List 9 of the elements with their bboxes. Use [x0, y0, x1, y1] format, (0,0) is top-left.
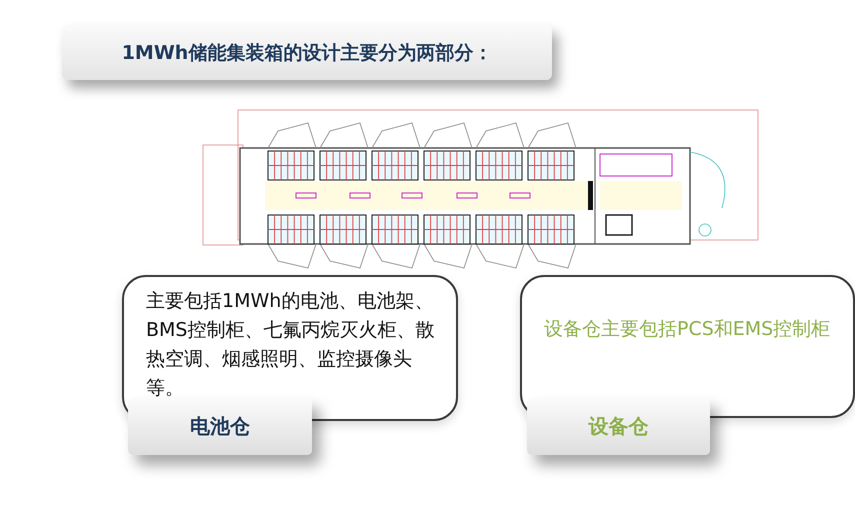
section-tab: [128, 398, 312, 455]
description-text: 设备仓主要包括PCS和EMS控制柜: [544, 317, 830, 342]
title-text: 1MWh储能集装箱的设计主要分为两部分：: [122, 40, 492, 66]
section-title: 设备仓: [588, 413, 648, 440]
section-title: 电池仓: [190, 413, 250, 440]
title-banner: [62, 25, 552, 80]
description-card: [520, 275, 855, 418]
section-tab: [527, 398, 710, 455]
description-text: 主要包括1MWh的电池、电池架、BMS控制柜、七氟丙烷灭火柜、散热空调、烟感照明、监控摄像头等。: [146, 289, 436, 401]
